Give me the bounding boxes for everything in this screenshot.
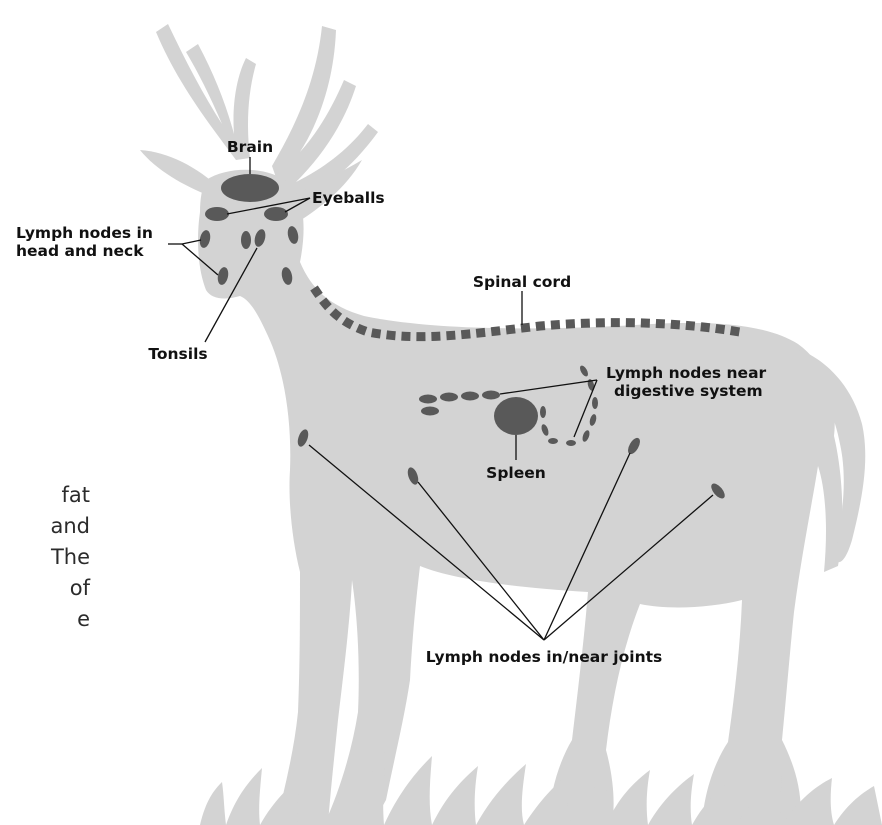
lymph-joints-label: Lymph nodes in/near joints	[426, 648, 663, 666]
brain-label: Brain	[227, 138, 273, 156]
digestive-lymph-node	[548, 438, 558, 444]
digestive-lymph-node	[440, 393, 458, 402]
digestive-lymph-node	[461, 392, 479, 401]
digestive-lymph-node	[566, 440, 576, 446]
lymph-digestive-label-line2: digestive system	[614, 382, 763, 400]
tonsils-label: Tonsils	[148, 345, 207, 363]
brain-shape	[221, 174, 279, 202]
digestive-lymph-node	[540, 406, 546, 418]
spinal-cord-label: Spinal cord	[473, 273, 571, 291]
deer-body	[198, 170, 842, 825]
tonsil	[241, 231, 251, 249]
digestive-lymph-node	[419, 395, 437, 404]
digestive-lymph-node	[482, 391, 500, 400]
right-antler	[272, 26, 378, 206]
right-eyeball	[264, 207, 288, 221]
spleen-label: Spleen	[486, 464, 546, 482]
lymph-head-neck-label-line2: head and neck	[16, 242, 144, 260]
eyeballs-label: Eyeballs	[312, 189, 385, 207]
lymph-head-neck-label-line1: Lymph nodes in	[16, 224, 153, 242]
digestive-lymph-node	[421, 407, 439, 416]
digestive-lymph-node	[592, 397, 598, 409]
lymph-digestive-label-line1: Lymph nodes near	[606, 364, 767, 382]
left-eyeball	[205, 207, 229, 221]
spleen-shape	[494, 397, 538, 435]
